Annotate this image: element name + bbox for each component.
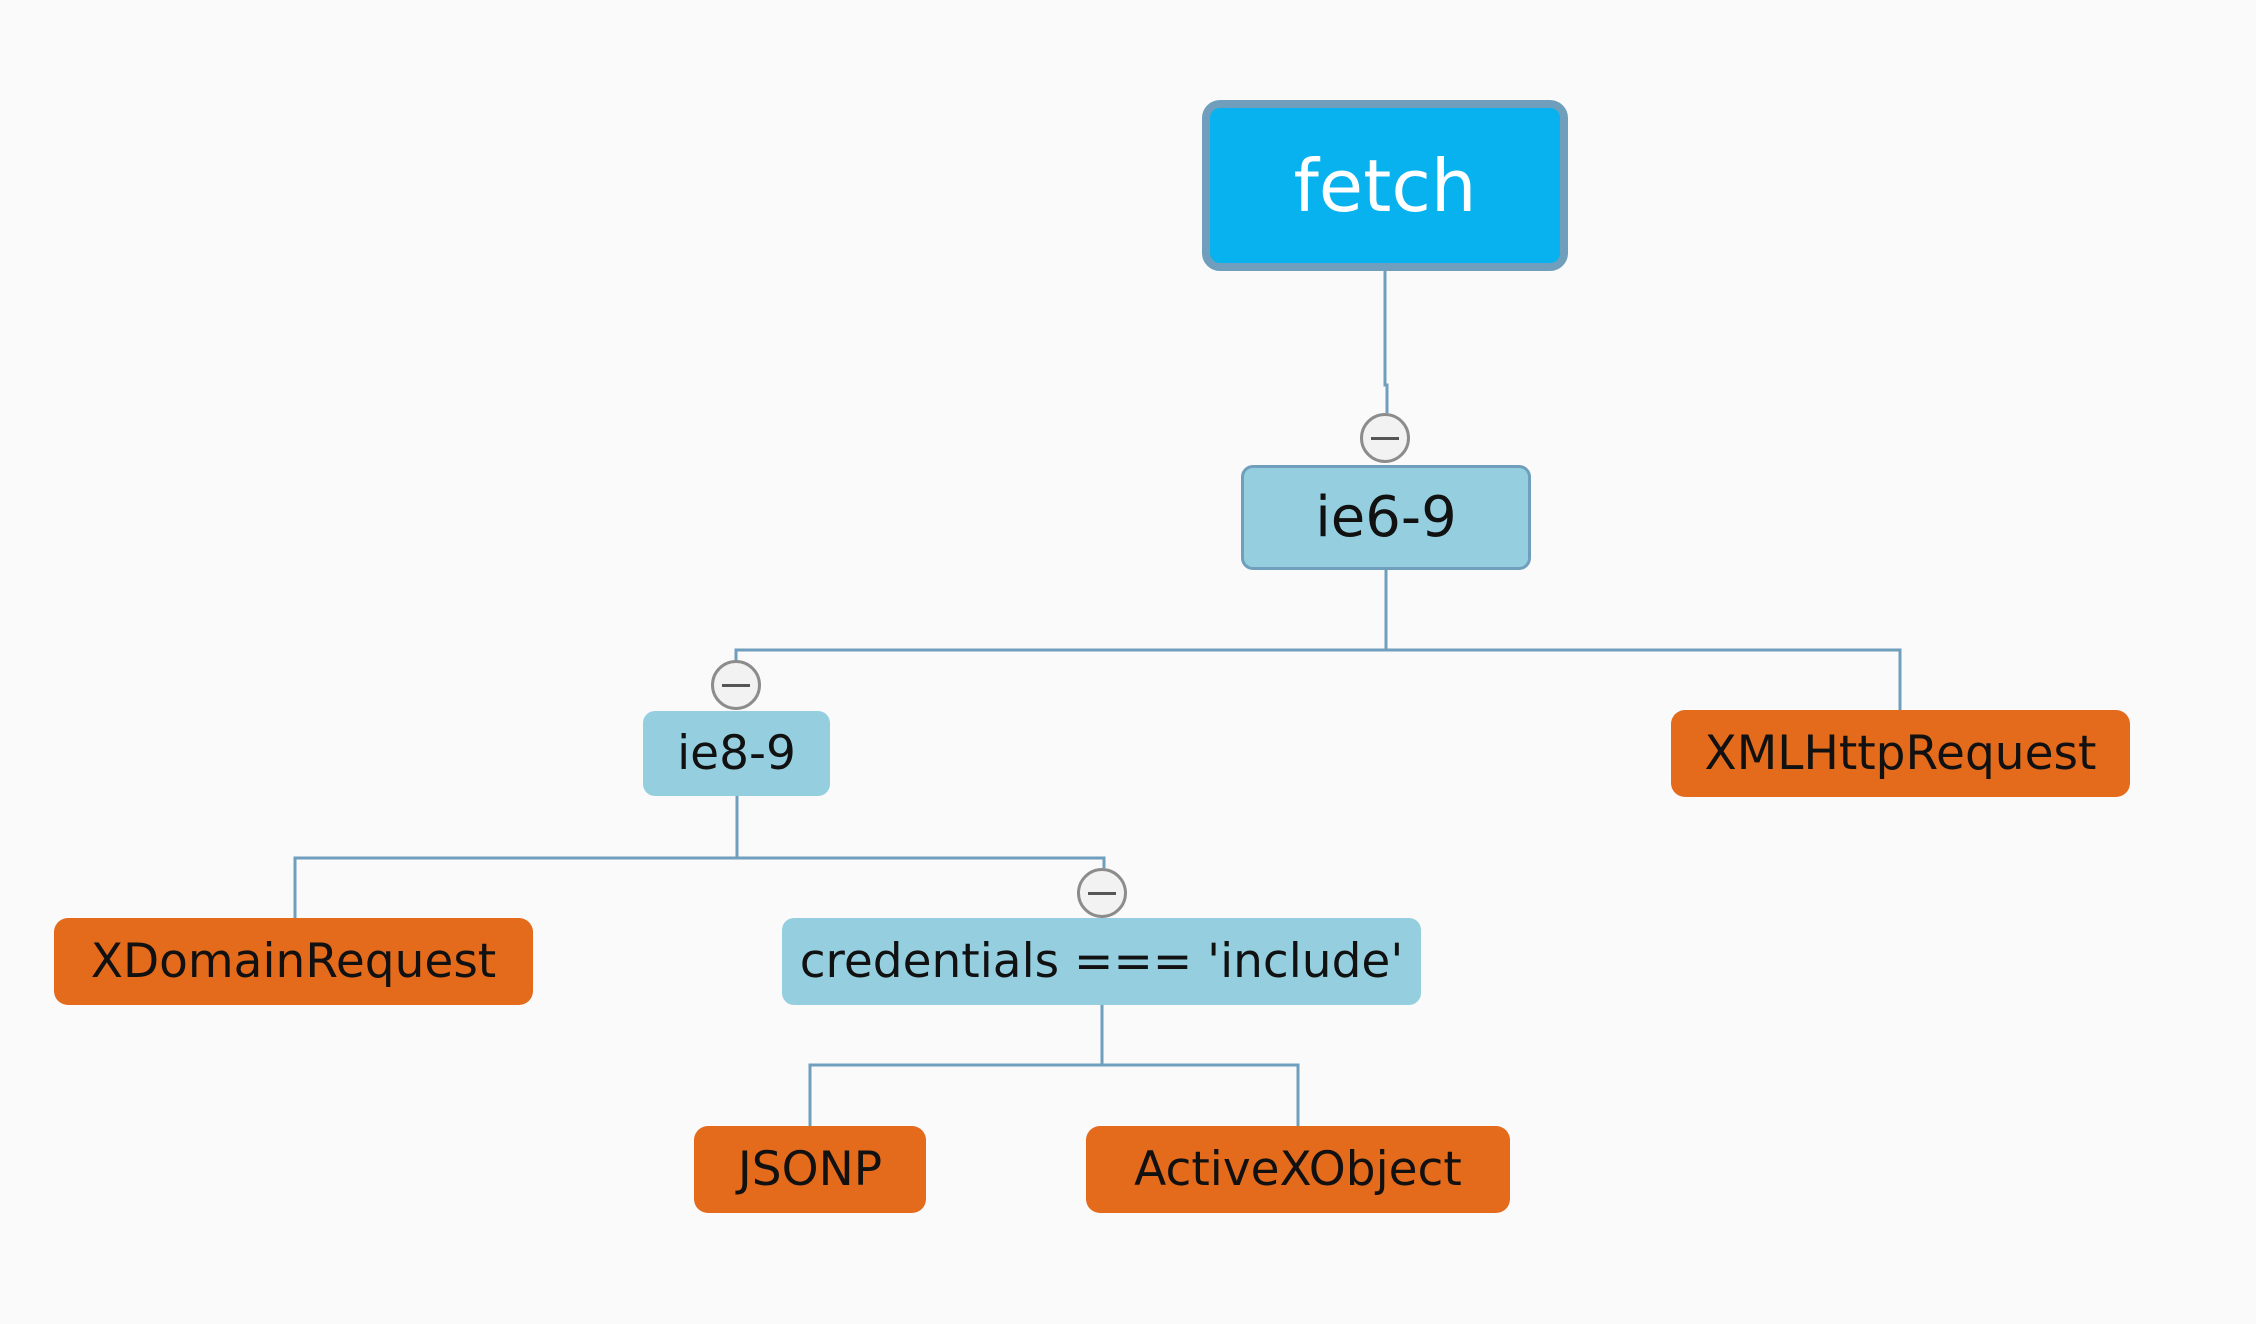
node-activexobject[interactable]: ActiveXObject [1086, 1126, 1510, 1213]
collapse-ie6-9-icon[interactable] [1360, 413, 1410, 463]
node-jsonp-label: JSONP [737, 1142, 883, 1197]
connector-credentials-to-jsonp [808, 1005, 1104, 1126]
node-ie8-9[interactable]: ie8-9 [643, 711, 830, 796]
connector-fetch-to-ie6-9 [1383, 271, 1389, 413]
node-credentials-include-label: credentials === 'include' [799, 934, 1404, 989]
connector-ie6-9-to-xmlhttprequest [1386, 648, 1902, 710]
node-fetch[interactable]: fetch [1202, 100, 1568, 271]
node-activexobject-label: ActiveXObject [1134, 1142, 1462, 1197]
node-ie8-9-label: ie8-9 [677, 726, 796, 781]
node-xdomainrequest[interactable]: XDomainRequest [54, 918, 533, 1005]
connector-ie6-9-to-ie8-9 [734, 570, 1388, 660]
node-ie6-9[interactable]: ie6-9 [1241, 465, 1531, 570]
collapse-credentials-icon[interactable] [1077, 868, 1127, 918]
node-xmlhttprequest[interactable]: XMLHttpRequest [1671, 710, 2130, 797]
connector-credentials-to-activexobject [1102, 1063, 1300, 1126]
connector-ie8-9-to-credentials [737, 856, 1106, 868]
node-credentials-include[interactable]: credentials === 'include' [782, 918, 1421, 1005]
node-fetch-label: fetch [1293, 143, 1477, 228]
collapse-ie8-9-icon[interactable] [711, 660, 761, 710]
node-jsonp[interactable]: JSONP [694, 1126, 926, 1213]
node-ie6-9-label: ie6-9 [1315, 484, 1457, 550]
connector-ie8-9-to-xdomainrequest [293, 796, 739, 918]
node-xmlhttprequest-label: XMLHttpRequest [1704, 726, 2097, 781]
node-xdomainrequest-label: XDomainRequest [90, 934, 497, 989]
